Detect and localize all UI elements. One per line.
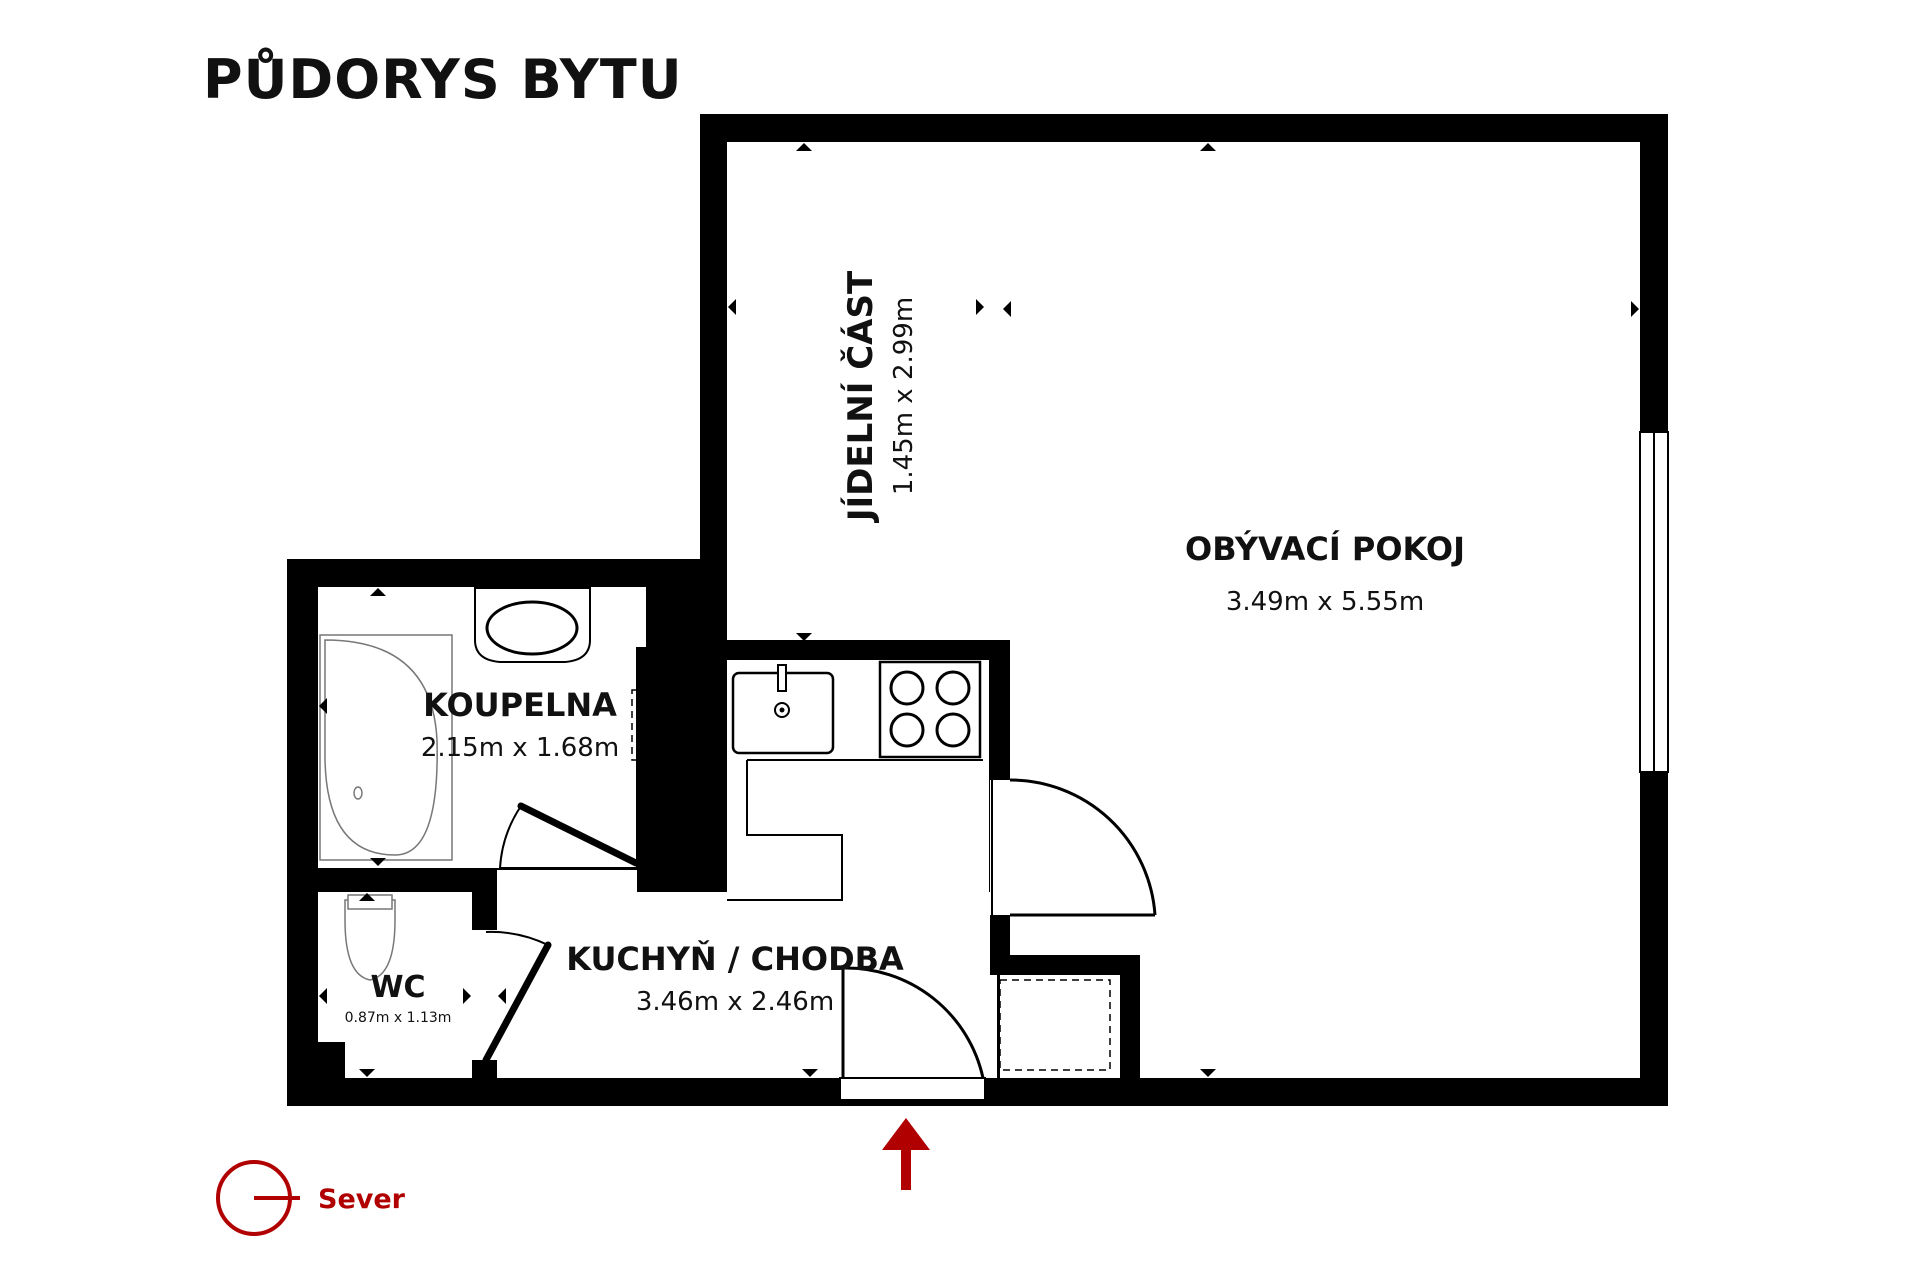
- wc-fixtures: [318, 894, 396, 1078]
- label-dining: JÍDELNÍ ČÁST 1.45m x 2.99m: [840, 270, 919, 523]
- bathtub-frame: [319, 634, 453, 861]
- wc-door-gap: [472, 930, 497, 1060]
- dim-marker: [695, 698, 703, 714]
- dim-marker: [796, 143, 812, 151]
- burner-icon: [889, 712, 925, 748]
- washbasin-bowl: [485, 600, 579, 656]
- bathroom-niche: [636, 587, 646, 647]
- room-name-wc: WC: [370, 970, 425, 1005]
- drain-dot: [779, 707, 785, 713]
- kitchen-right-wall: [990, 640, 1010, 780]
- storage-right-wall: [1120, 955, 1140, 1078]
- faucet: [777, 664, 787, 692]
- page-title: PŮDORYS BYTU: [203, 48, 683, 111]
- kitchen-fixtures: [727, 660, 983, 901]
- storage-top-wall: [990, 955, 1140, 975]
- dim-marker: [1003, 301, 1011, 317]
- tub-drain-icon: [353, 786, 363, 800]
- arrow-up-icon: [882, 1118, 930, 1150]
- dim-marker: [319, 698, 327, 714]
- compass-label: Sever: [318, 1184, 406, 1215]
- dim-marker: [370, 588, 386, 596]
- counter-edge: [746, 760, 843, 900]
- room-name-kitchen: KUCHYŇ / CHODBA: [566, 940, 904, 978]
- dim-marker: [463, 988, 471, 1004]
- room-dims-kitchen: 3.46m x 2.46m: [636, 987, 834, 1017]
- room-dims-bathroom: 2.15m x 1.68m: [421, 733, 619, 763]
- kitchen-door-swing: [1009, 778, 1157, 916]
- washer-space: [631, 689, 703, 761]
- room-dims-wc: 0.87m x 1.13m: [345, 1010, 452, 1026]
- dim-marker: [728, 299, 736, 315]
- dim-marker: [370, 858, 386, 866]
- dim-marker: [359, 1069, 375, 1077]
- window-east: [1639, 431, 1669, 773]
- toilet-icon: [344, 899, 396, 981]
- kitchen-door-gap: [990, 780, 1010, 915]
- dim-marker: [498, 988, 506, 1004]
- wc-door-swing: [485, 930, 549, 946]
- dim-marker: [1200, 1069, 1216, 1077]
- bathroom-fixtures: [319, 587, 703, 861]
- dim-marker: [976, 299, 984, 315]
- entrance-arrow: [882, 1118, 930, 1190]
- storage-space: [999, 979, 1111, 1071]
- wc-corner-shaft: [318, 1042, 345, 1078]
- dim-marker: [1200, 143, 1216, 151]
- wc-door-leaf: [482, 941, 552, 1064]
- dim-marker: [1631, 301, 1639, 317]
- room-dims-dining: 1.45m x 2.99m: [889, 297, 919, 495]
- wc-top-wall: [318, 868, 497, 892]
- bathroom-door-leaf: [517, 802, 640, 867]
- dim-marker: [802, 1069, 818, 1077]
- wc-wall-lower: [472, 1060, 497, 1080]
- burner-icon: [935, 670, 971, 706]
- toilet-tank: [347, 894, 393, 910]
- living-notch-fill: [1000, 958, 1140, 1078]
- entrance-threshold: [839, 1077, 986, 1101]
- arrow-shaft: [901, 1142, 911, 1190]
- dim-marker: [359, 893, 375, 901]
- burner-icon: [935, 712, 971, 748]
- compass: Sever: [216, 1160, 406, 1236]
- bathroom-door-gap: [497, 870, 637, 892]
- drain-icon: [774, 702, 790, 718]
- bathtub-basin: [324, 639, 438, 856]
- dimension-markers: [319, 143, 1639, 1077]
- dim-marker: [319, 988, 327, 1004]
- kitchen-top-wall: [727, 640, 1010, 660]
- bath-bottom-wall: [637, 868, 727, 892]
- room-name-dining: JÍDELNÍ ČÁST: [840, 270, 881, 523]
- doors: [482, 778, 1157, 1101]
- entrance-door-swing: [842, 966, 985, 1079]
- burner-icon: [889, 670, 925, 706]
- living-interior-top: [727, 142, 1640, 642]
- dim-marker: [796, 633, 812, 641]
- bathroom-door-swing: [499, 805, 522, 869]
- room-name-bathroom: KOUPELNA: [423, 686, 617, 724]
- hall-interior: [497, 892, 997, 1078]
- partitions: [318, 640, 1140, 1080]
- room-labels: JÍDELNÍ ČÁST 1.45m x 2.99m OBÝVACÍ POKOJ…: [345, 270, 1465, 1026]
- room-dims-living: 3.49m x 5.55m: [1226, 587, 1424, 617]
- room-name-living: OBÝVACÍ POKOJ: [1185, 530, 1465, 568]
